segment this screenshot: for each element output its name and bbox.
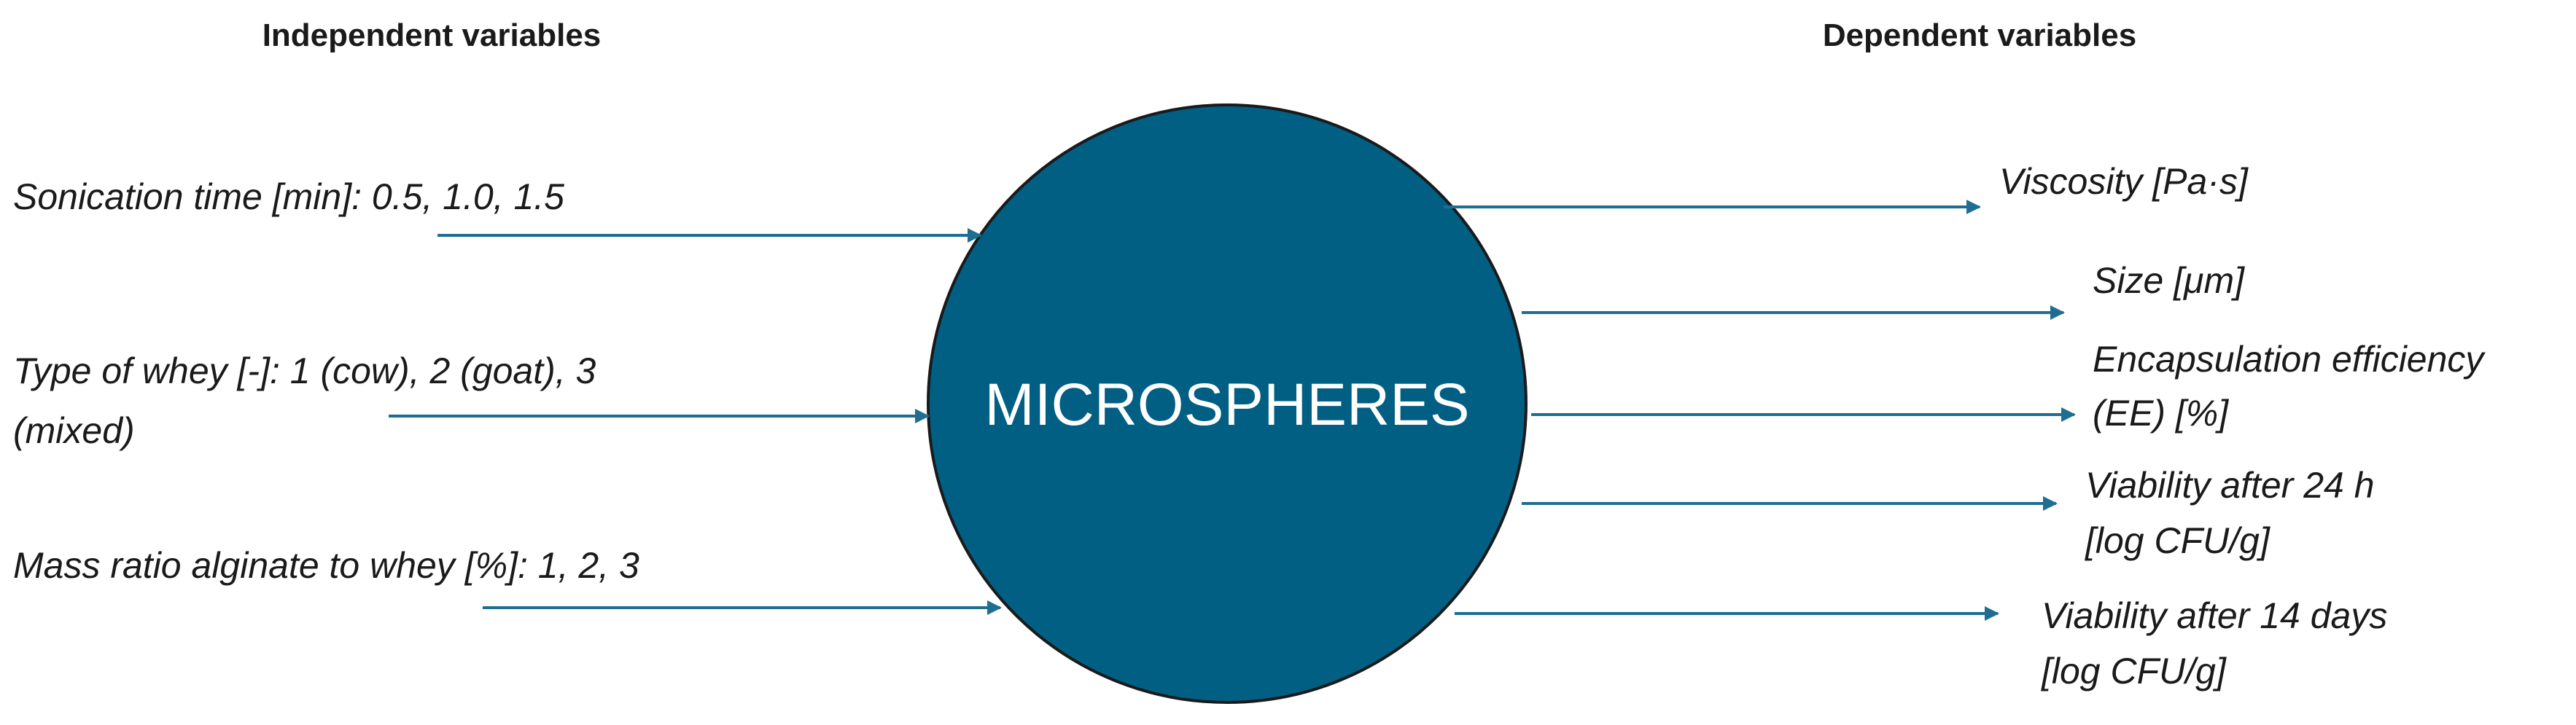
output-label-viability-14-days-line2: [log CFU/g] [2041,651,2227,691]
output-label-viability-14-days: Viability after 14 days [2042,595,2387,636]
output-label-encapsulation-efficiency: Encapsulation efficiency [2093,339,2486,380]
input-label-type-of-whey-line2: (mixed) [13,410,135,451]
input-label-type-of-whey: Type of whey [-]: 1 (cow), 2 (goat), 3 [13,350,596,391]
microspheres-label: MICROSPHERES [984,372,1469,438]
output-label-viability-24h-line2: [log CFU/g] [2085,520,2270,561]
output-label-encapsulation-efficiency-line2: (EE) [%] [2093,393,2229,434]
microspheres-circle [927,103,1528,704]
dependent-variables-heading: Dependent variables [1823,17,2136,53]
output-label-viscosity: Viscosity [Pa·s] [1999,161,2249,202]
input-label-mass-ratio: Mass ratio alginate to whey [%]: 1, 2, 3 [13,545,639,586]
output-label-viability-24h: Viability after 24 h [2085,465,2375,506]
input-label-sonication-time: Sonication time [min]: 0.5, 1.0, 1.5 [13,176,564,217]
independent-variables-heading: Independent variables [262,17,602,53]
output-label-size: Size [μm] [2093,260,2245,301]
